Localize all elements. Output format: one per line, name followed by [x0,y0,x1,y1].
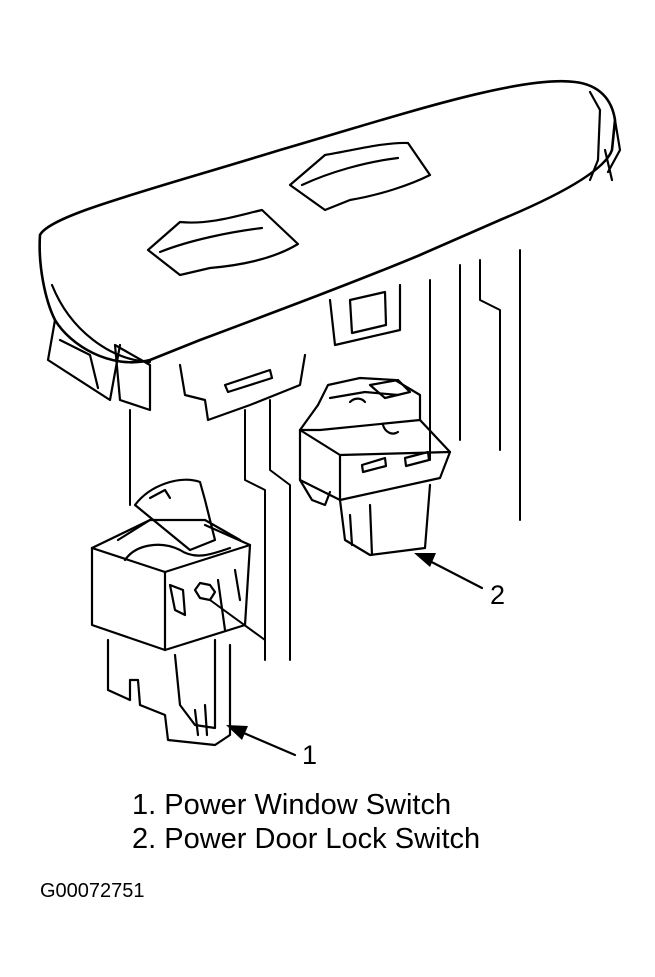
power-window-switch-drawing [90,478,252,747]
legend-item-power-window-switch: 1. Power Window Switch [132,789,452,821]
switch-bezel-panel [38,79,622,422]
legend-item-power-door-lock-switch: 2. Power Door Lock Switch [132,823,481,855]
leader-arrow-1 [226,725,297,757]
callout-number-1: 1 [302,740,318,770]
figure-id: G00072751 [40,880,145,902]
leader-arrow-2 [414,553,484,590]
switch-assembly-diagram [38,79,622,757]
alignment-lines [129,249,521,661]
callout-number-2: 2 [490,580,506,610]
legend: 1. Power Window Switch 2. Power Door Loc… [132,788,480,856]
power-door-lock-switch-drawing [298,376,452,557]
